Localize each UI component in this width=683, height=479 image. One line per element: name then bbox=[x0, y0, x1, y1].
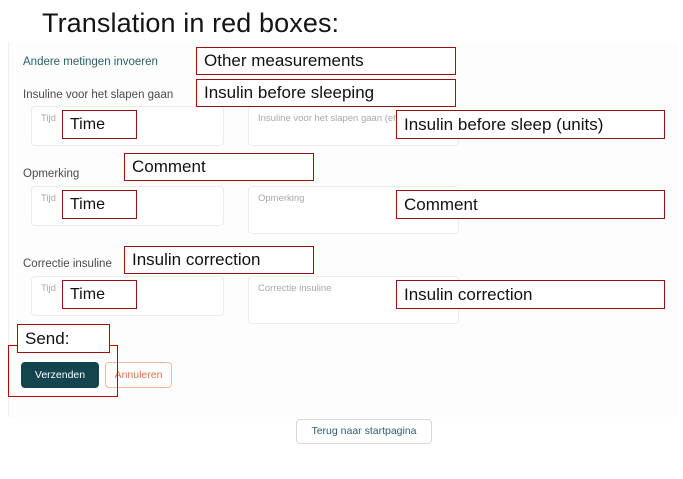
field-label-comment: Opmerking bbox=[23, 168, 80, 180]
time-input-placeholder: Tijd bbox=[41, 113, 56, 124]
translation-box-comment-label: Comment bbox=[124, 153, 314, 181]
cancel-button[interactable]: Annuleren bbox=[105, 362, 172, 388]
field-label-insulin-correction: Correctie insuline bbox=[23, 258, 112, 270]
translation-box-comment-value: Comment bbox=[396, 190, 665, 219]
translation-box-time-3: Time bbox=[62, 280, 137, 309]
translation-box-time-2: Time bbox=[62, 190, 137, 219]
translation-box-insulin-before-sleep-units: Insulin before sleep (units) bbox=[396, 110, 665, 139]
form-section-heading: Andere metingen invoeren bbox=[23, 56, 158, 68]
translation-box-insulin-before-sleeping: Insulin before sleeping bbox=[196, 79, 456, 107]
submit-button[interactable]: Verzenden bbox=[21, 362, 99, 388]
field-label-insulin-before-sleep: Insuline voor het slapen gaan bbox=[23, 89, 174, 101]
translation-box-insulin-correction-label: Insulin correction bbox=[124, 246, 314, 274]
time-input-placeholder: Tijd bbox=[41, 283, 56, 294]
translation-box-time-1: Time bbox=[62, 110, 137, 139]
value-textarea-placeholder: Correctie insuline bbox=[258, 283, 332, 294]
translation-box-insulin-correction-value: Insulin correction bbox=[396, 280, 665, 309]
page-title: Translation in red boxes: bbox=[42, 8, 340, 38]
time-input-placeholder: Tijd bbox=[41, 193, 56, 204]
back-to-homepage-button[interactable]: Terug naar startpagina bbox=[296, 419, 432, 444]
translation-box-other-measurements: Other measurements bbox=[196, 47, 456, 75]
value-textarea-placeholder: Opmerking bbox=[258, 193, 305, 204]
value-input-placeholder: Insuline voor het slapen gaan (eh) bbox=[258, 113, 402, 124]
translation-box-send-label: Send: bbox=[17, 324, 110, 353]
